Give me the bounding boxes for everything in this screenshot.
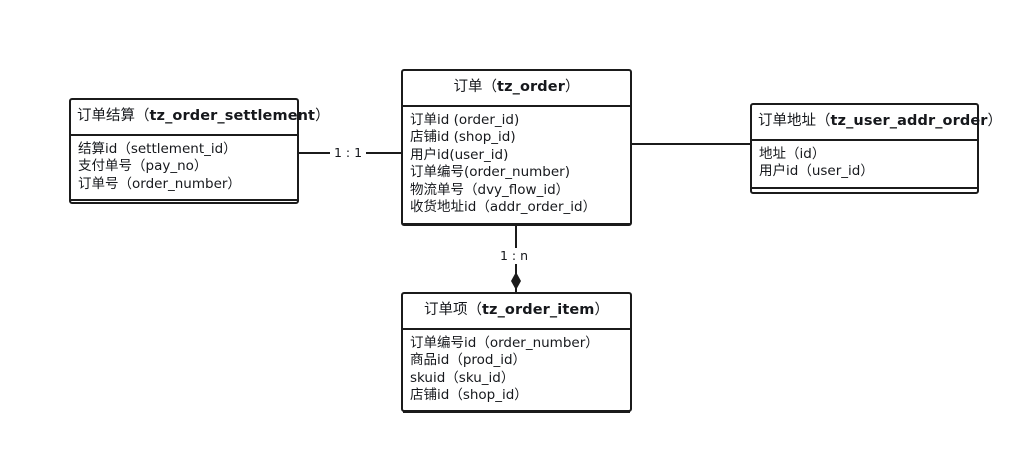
entity-tz-order-settlement[interactable]: 订单结算（tz_order_settlement） 结算id（settlemen… xyxy=(69,98,330,204)
entity-title-cn-tz-order-settlement: 订单结算 xyxy=(77,108,135,124)
field-row: 用户id（user_id） xyxy=(759,163,874,180)
field-row: 地址（id） xyxy=(759,145,826,162)
entity-fields-tz-order: 订单id (order_id) 店铺id (shop_id) 用户id(user… xyxy=(403,107,630,226)
entity-title-cn-tz-order-item: 订单项 xyxy=(424,302,468,318)
entity-title-cn-tz-order: 订单 xyxy=(453,79,483,95)
entity-fields-tz-order-settlement: 结算id（settlement_id） 支付单号（pay_no） 订单号（ord… xyxy=(71,136,297,202)
entity-tz-order[interactable]: 订单（tz_order） 订单id (order_id) 店铺id (shop_… xyxy=(401,69,632,226)
entity-title-table-tz-order-settlement: tz_order_settlement xyxy=(149,108,316,124)
field-row: 支付单号（pay_no） xyxy=(78,158,208,175)
entity-title-tz-order-item: 订单项（tz_order_item） xyxy=(403,294,630,330)
field-row: 订单id (order_id) xyxy=(410,111,520,128)
entity-title-table-tz-user-addr-order: tz_user_addr_order xyxy=(830,113,988,129)
field-row: 订单编号(order_number) xyxy=(410,164,570,181)
entity-tz-user-addr-order[interactable]: 订单地址（tz_user_addr_order） 地址（id） 用户id（use… xyxy=(750,103,1002,194)
entity-title-tz-order-settlement: 订单结算（tz_order_settlement） xyxy=(71,100,330,136)
field-row: 结算id（settlement_id） xyxy=(78,140,237,157)
field-row: 用户id(user_id) xyxy=(410,146,509,163)
entity-title-tz-order: 订单（tz_order） xyxy=(403,71,630,107)
field-row: 物流单号（dvy_flow_id） xyxy=(410,181,570,198)
field-row: 店铺id（shop_id） xyxy=(410,387,528,404)
field-row: 订单编号id（order_number） xyxy=(410,334,599,351)
entity-title-tz-user-addr-order: 订单地址（tz_user_addr_order） xyxy=(752,105,1002,141)
field-row: 收货地址id（addr_order_id） xyxy=(410,199,597,216)
entity-title-cn-tz-user-addr-order: 订单地址 xyxy=(758,113,816,129)
entity-fields-tz-user-addr-order: 地址（id） 用户id（user_id） xyxy=(752,141,977,189)
field-row: 店铺id (shop_id) xyxy=(410,129,516,146)
entity-fields-tz-order-item: 订单编号id（order_number） 商品id（prod_id） skuid… xyxy=(403,330,630,413)
entity-title-table-tz-order-item: tz_order_item xyxy=(482,302,595,318)
edge-label-settlement-order: 1 : 1 xyxy=(330,145,367,161)
entity-tz-order-item[interactable]: 订单项（tz_order_item） 订单编号id（order_number） … xyxy=(401,292,632,413)
field-row: 商品id（prod_id） xyxy=(410,352,527,369)
field-row: skuid（sku_id） xyxy=(410,369,515,386)
entity-title-table-tz-order: tz_order xyxy=(497,79,565,95)
edge-label-order-item: 1 : n xyxy=(496,248,533,264)
connector-order-address xyxy=(632,143,750,145)
field-row: 订单号（order_number） xyxy=(78,175,241,192)
